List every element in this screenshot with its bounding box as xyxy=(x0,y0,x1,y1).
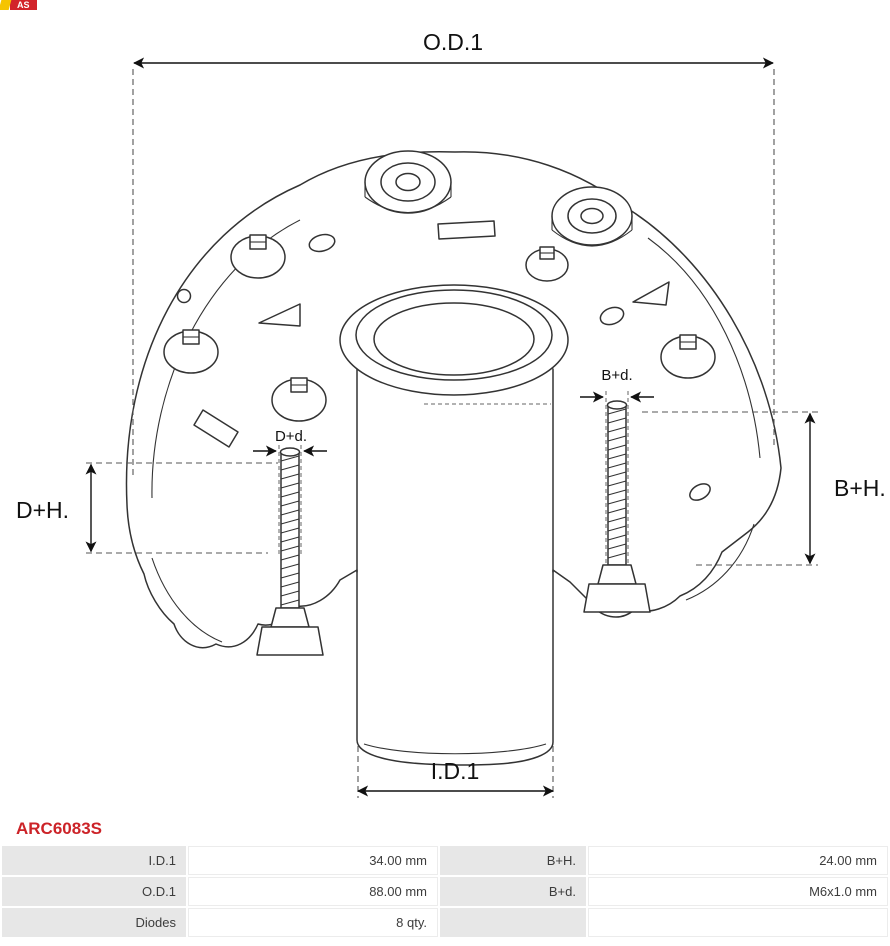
spec-label-empty xyxy=(440,908,586,937)
spec-row-2: O.D.1 88.00 mm B+d. M6x1.0 mm xyxy=(2,877,888,906)
spec-value-diodes: 8 qty. xyxy=(188,908,438,937)
hole-3 xyxy=(599,306,625,326)
screw-5 xyxy=(525,246,569,282)
spec-value-bh: 24.00 mm xyxy=(588,846,888,875)
stud-right xyxy=(583,400,651,613)
slot-top xyxy=(437,220,496,240)
arrow-mark-right xyxy=(632,281,670,306)
spec-label-diodes: Diodes xyxy=(2,908,186,937)
spec-label-od1: O.D.1 xyxy=(2,877,186,906)
spec-value-id1: 34.00 mm xyxy=(188,846,438,875)
bore-cylinder xyxy=(356,368,554,755)
logo-mark: AS xyxy=(10,0,37,10)
od1-label: O.D.1 xyxy=(423,29,483,55)
skirt-right xyxy=(685,523,755,601)
spec-label-bd: B+d. xyxy=(440,877,586,906)
slot-left xyxy=(193,409,239,448)
technical-drawing: O.D.1 I.D.1 D+H. B+H. D+d. B+d. xyxy=(16,29,886,798)
stud-left xyxy=(256,447,324,656)
screw-3 xyxy=(271,377,327,422)
dimension-bh: B+H. xyxy=(642,411,886,566)
spec-label-id1: I.D.1 xyxy=(2,846,186,875)
spec-value-bd: M6x1.0 mm xyxy=(588,877,888,906)
screw-4 xyxy=(660,334,716,379)
logo-text: AS xyxy=(17,0,30,10)
spec-label-bh: B+H. xyxy=(440,846,586,875)
dd-label: D+d. xyxy=(275,428,307,445)
spec-table: I.D.1 34.00 mm B+H. 24.00 mm O.D.1 88.00… xyxy=(0,844,890,939)
spec-row-3: Diodes 8 qty. xyxy=(2,908,888,937)
dimension-dd: D+d. xyxy=(253,428,327,554)
inner-rim-right xyxy=(647,237,761,459)
bd-label: B+d. xyxy=(601,367,632,384)
hole-1 xyxy=(308,233,336,253)
spec-value-od1: 88.00 mm xyxy=(188,877,438,906)
brand-logo: AS xyxy=(0,0,37,10)
spec-value-empty xyxy=(588,908,888,937)
dimension-od1: O.D.1 xyxy=(132,29,775,478)
screw-1 xyxy=(230,234,286,279)
bh-label: B+H. xyxy=(834,475,886,501)
dimension-dh: D+H. xyxy=(16,462,278,554)
hole-4 xyxy=(689,483,711,501)
part-number: ARC6083S xyxy=(16,819,102,838)
bore-collar xyxy=(339,284,569,396)
screw-2 xyxy=(163,329,219,374)
dimension-bd: B+d. xyxy=(580,367,654,566)
hole-2 xyxy=(176,288,192,304)
terminal-boss-2 xyxy=(551,186,633,247)
dh-label: D+H. xyxy=(16,497,69,523)
terminal-boss-1 xyxy=(364,150,452,214)
spec-row-1: I.D.1 34.00 mm B+H. 24.00 mm xyxy=(2,846,888,875)
id1-label: I.D.1 xyxy=(431,758,480,784)
dimension-id1: I.D.1 xyxy=(357,746,554,798)
part-outline xyxy=(125,150,782,766)
skirt-left xyxy=(151,557,223,643)
arrow-mark-left xyxy=(258,303,301,327)
rectifier-part xyxy=(125,150,782,766)
